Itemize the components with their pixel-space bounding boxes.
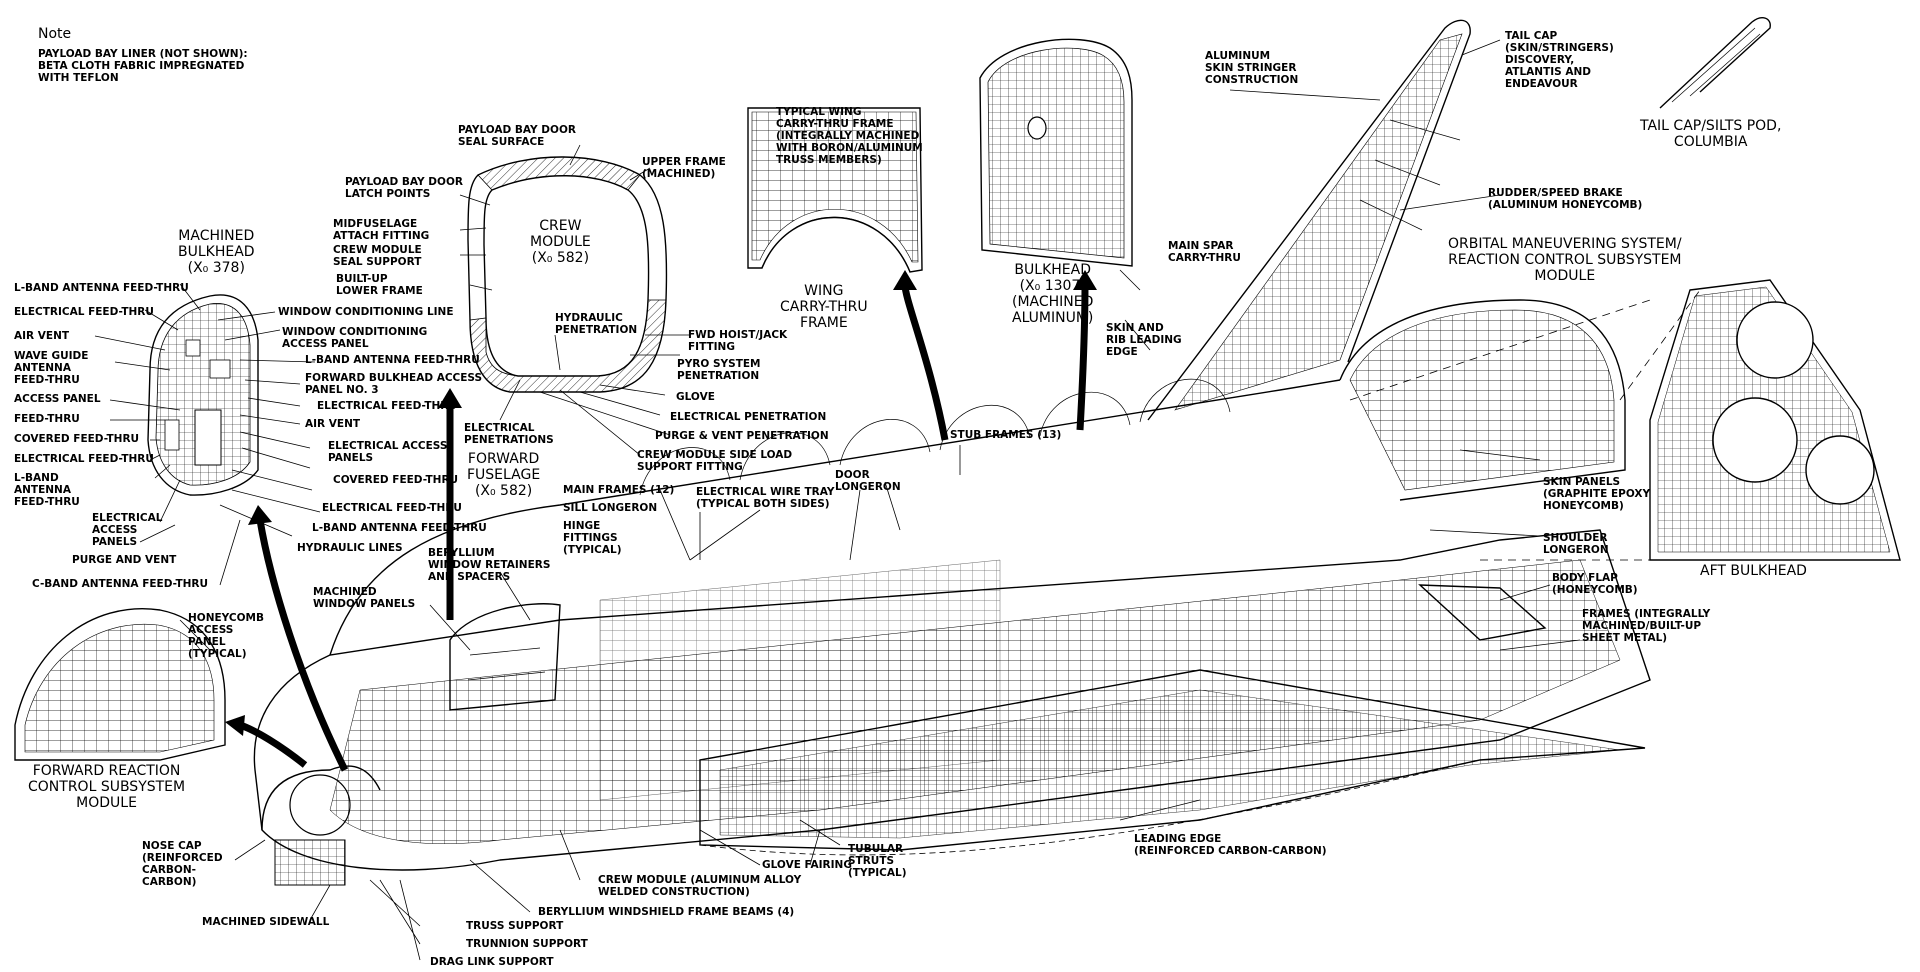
callout-purge-vent: PURGE AND VENT <box>72 554 177 566</box>
bulkhead-1307-drawing <box>979 38 1133 267</box>
callout-purge-vent-penetration: PURGE & VENT PENETRATION <box>655 430 829 442</box>
callout-l-band-feed-1: L-BAND ANTENNA FEED-THRU <box>14 282 189 294</box>
callout-upper-frame: UPPER FRAME (MACHINED) <box>642 156 726 180</box>
callout-glove: GLOVE <box>676 391 715 403</box>
callout-access-panel: ACCESS PANEL <box>14 393 101 405</box>
callout-sill-longeron: SILL LONGERON <box>563 502 658 514</box>
callout-wing-carry-desc: TYPICAL WING CARRY-THRU FRAME (INTEGRALL… <box>776 106 923 166</box>
explode-arrows <box>225 270 1097 772</box>
callout-main-spar: MAIN SPAR CARRY-THRU <box>1168 240 1241 264</box>
callout-hinge-fittings: HINGE FITTINGS (TYPICAL) <box>563 520 622 556</box>
leader-lines <box>94 39 1581 961</box>
callout-electrical-feed-2: ELECTRICAL FEED-THRU <box>14 453 154 465</box>
callout-beryllium-windshield: BERYLLIUM WINDSHIELD FRAME BEAMS (4) <box>538 906 795 918</box>
callout-fwd-hoist: FWD HOIST/JACK FITTING <box>688 329 788 353</box>
wing-carry-thru-drawing <box>747 107 923 273</box>
callout-electrical-penetrations: ELECTRICAL PENETRATIONS <box>464 422 554 446</box>
callout-skin-panels: SKIN PANELS (GRAPHITE EPOXY HONEYCOMB) <box>1543 476 1651 512</box>
orbiter-body-drawing <box>14 19 1651 886</box>
callout-tail-cap: TAIL CAP (SKIN/STRINGERS) DISCOVERY, ATL… <box>1505 30 1614 90</box>
machined-bulkhead-drawing <box>147 294 259 496</box>
tail-cap-icon <box>1659 17 1771 109</box>
callout-body-flap: BODY FLAP (HONEYCOMB) <box>1552 572 1638 596</box>
callout-drag-link: DRAG LINK SUPPORT <box>430 956 554 968</box>
callout-electrical-feed-1: ELECTRICAL FEED-THRU <box>14 306 154 318</box>
callout-glove-fairing: GLOVE FAIRING <box>762 859 852 871</box>
callout-feed-thru: FEED-THRU <box>14 413 80 425</box>
callout-electrical-penetration: ELECTRICAL PENETRATION <box>670 411 827 423</box>
tail-cap-silts-title: TAIL CAP/SILTS POD, COLUMBIA <box>1640 118 1782 150</box>
callout-beryllium-window: BERYLLIUM WINDOW RETAINERS AND SPACERS <box>428 547 551 583</box>
callout-crew-module-aluminum: CREW MODULE (ALUMINUM ALLOY WELDED CONST… <box>598 874 802 898</box>
forward-rcs-title: FORWARD REACTION CONTROL SUBSYSTEM MODUL… <box>28 763 186 811</box>
callout-payload-bay-door-seal: PAYLOAD BAY DOOR SEAL SURFACE <box>458 124 576 148</box>
callout-hydraulic-lines: HYDRAULIC LINES <box>297 542 403 554</box>
note-heading: Note <box>38 26 72 42</box>
callout-tubular-struts: TUBULAR STRUTS (TYPICAL) <box>848 843 907 879</box>
callout-frames-integral: FRAMES (INTEGRALLY MACHINED/BUILT-UP SHE… <box>1582 608 1711 644</box>
callout-l-band-feed-left: L-BAND ANTENNA FEED-THRU <box>14 472 80 508</box>
note-text: PAYLOAD BAY LINER (NOT SHOWN): BETA CLOT… <box>38 48 248 84</box>
callout-covered-feed-2: COVERED FEED-THRU <box>333 474 459 486</box>
callout-air-vent-2: AIR VENT <box>305 418 361 430</box>
callout-shoulder-longeron: SHOULDER LONGERON <box>1543 532 1609 556</box>
callout-midfuselage-attach: MIDFUSELAGE ATTACH FITTING <box>333 218 430 242</box>
aft-bulkhead-drawing <box>1349 279 1901 561</box>
callout-air-vent-1: AIR VENT <box>14 330 70 342</box>
callout-covered-feed-1: COVERED FEED-THRU <box>14 433 140 445</box>
bulkhead-1307-title: BULKHEAD (X₀ 1307) (MACHINED ALUMINUM) <box>1012 262 1094 326</box>
callout-trunnion-support: TRUNNION SUPPORT <box>466 938 588 950</box>
callout-built-up-lower: BUILT-UP LOWER FRAME <box>336 273 423 297</box>
callout-electrical-feed-3: ELECTRICAL FEED-THRU <box>317 400 457 412</box>
callout-electrical-access-left: ELECTRICAL ACCESS PANELS <box>92 512 163 548</box>
callout-rudder: RUDDER/SPEED BRAKE (ALUMINUM HONEYCOMB) <box>1488 187 1643 211</box>
callout-door-longeron: DOOR LONGERON <box>835 469 901 493</box>
callout-electrical-access-right: ELECTRICAL ACCESS PANELS <box>328 440 448 464</box>
callout-machined-window: MACHINED WINDOW PANELS <box>313 586 416 610</box>
callout-pyro-system: PYRO SYSTEM PENETRATION <box>677 358 761 382</box>
callout-electrical-feed-4: ELECTRICAL FEED-THRU <box>322 502 462 514</box>
callout-window-conditioning-line: WINDOW CONDITIONING LINE <box>278 306 454 318</box>
callout-leading-edge: LEADING EDGE (REINFORCED CARBON-CARBON) <box>1134 833 1327 857</box>
callout-nose-cap: NOSE CAP (REINFORCED CARBON- CARBON) <box>142 840 223 888</box>
callout-main-frames: MAIN FRAMES (12) <box>563 484 675 496</box>
machined-bulkhead-title: MACHINED BULKHEAD (X₀ 378) <box>178 228 255 276</box>
callout-skin-rib: SKIN AND RIB LEADING EDGE <box>1106 322 1182 358</box>
callout-crew-module-seal: CREW MODULE SEAL SUPPORT <box>333 244 422 268</box>
oms-rcs-title: ORBITAL MANEUVERING SYSTEM/ REACTION CON… <box>1448 236 1682 284</box>
callout-aluminum-skin: ALUMINUM SKIN STRINGER CONSTRUCTION <box>1205 50 1299 86</box>
callout-l-band-feed-2: L-BAND ANTENNA FEED-THRU <box>305 354 480 366</box>
callout-wave-guide: WAVE GUIDE ANTENNA FEED-THRU <box>14 350 89 386</box>
crew-module-title: CREW MODULE (X₀ 582) <box>530 218 591 266</box>
forward-fuselage-title: FORWARD FUSELAGE (X₀ 582) <box>467 451 541 499</box>
callout-forward-bulkhead-access: FORWARD BULKHEAD ACCESS PANEL NO. 3 <box>305 372 483 396</box>
callout-payload-latch: PAYLOAD BAY DOOR LATCH POINTS <box>345 176 463 200</box>
callout-l-band-feed-3: L-BAND ANTENNA FEED-THRU <box>312 522 487 534</box>
wing-carry-thru-title: WING CARRY-THRU FRAME <box>780 283 868 331</box>
callout-honeycomb-access: HONEYCOMB ACCESS PANEL (TYPICAL) <box>188 612 264 660</box>
callout-electrical-wire-tray: ELECTRICAL WIRE TRAY (TYPICAL BOTH SIDES… <box>696 486 835 510</box>
callout-c-band: C-BAND ANTENNA FEED-THRU <box>32 578 209 590</box>
callout-side-load: CREW MODULE SIDE LOAD SUPPORT FITTING <box>637 449 793 473</box>
callout-machined-sidewall: MACHINED SIDEWALL <box>202 916 330 928</box>
aft-bulkhead-title: AFT BULKHEAD <box>1700 563 1807 579</box>
crew-module-ring-drawing <box>467 156 668 393</box>
callout-stub-frames: STUB FRAMES (13) <box>950 429 1062 441</box>
callout-window-conditioning-panel: WINDOW CONDITIONING ACCESS PANEL <box>282 326 428 350</box>
callout-truss-support: TRUSS SUPPORT <box>466 920 564 932</box>
callout-hydraulic-penetration: HYDRAULIC PENETRATION <box>555 312 638 336</box>
